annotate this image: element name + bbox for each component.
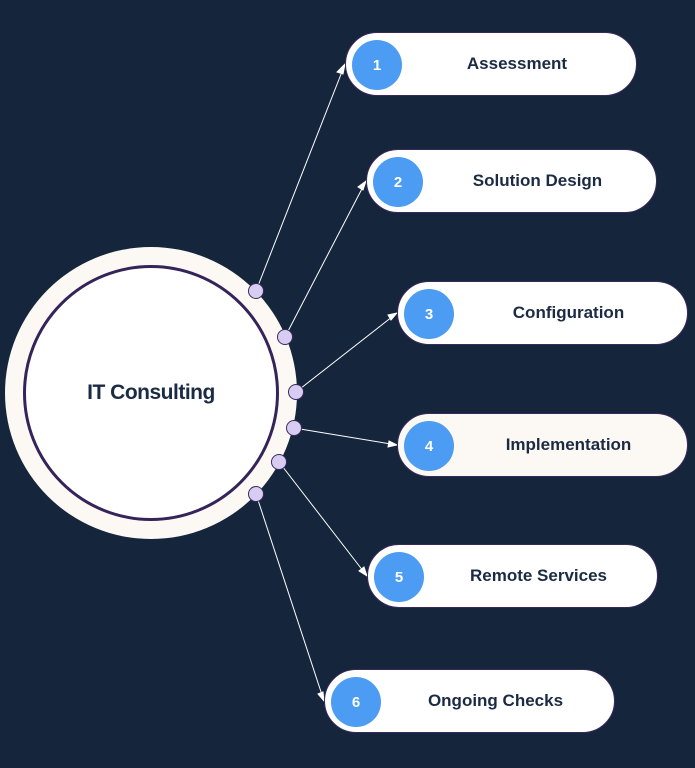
hub-title: IT Consulting [87,381,215,404]
step-ongoing-checks: 6 Ongoing Checks [324,669,615,733]
connector-node-3 [288,384,304,400]
arrowhead-5 [358,566,368,578]
connector-node-4 [286,420,302,436]
connector-node-2 [277,329,293,345]
step-solution-design: 2 Solution Design [366,149,657,213]
arrowhead-6 [317,691,325,703]
arrowhead-1 [336,62,346,75]
step-label: Solution Design [472,171,603,190]
connector-5 [278,461,368,577]
step-label: Implementation [505,435,632,454]
step-number-badge: 2 [373,157,423,207]
arrowhead-2 [357,179,367,191]
connector-node-5 [271,454,287,470]
arrowhead-3 [387,312,399,321]
hub-inner-ring: IT Consulting [23,265,279,521]
step-number-badge: 1 [352,40,402,90]
connector-4 [293,427,398,446]
connector-2 [284,180,367,338]
step-label: Remote Services [469,566,608,585]
step-assessment: 1 Assessment [345,32,637,96]
step-implementation: 4 Implementation [397,413,688,477]
step-number-badge: 6 [331,677,381,727]
step-label: Configuration [512,303,625,322]
step-label: Ongoing Checks [427,691,564,710]
step-number-badge: 3 [404,289,454,339]
step-label: Assessment [466,54,568,73]
connector-node-1 [248,283,264,299]
connector-node-6 [248,486,264,502]
step-number-badge: 5 [374,552,424,602]
step-number-badge: 4 [404,421,454,471]
connector-3 [295,312,398,393]
connector-1 [255,63,346,292]
step-remote-services: 5 Remote Services [367,544,658,608]
arrowhead-4 [387,440,399,448]
step-configuration: 3 Configuration [397,281,688,345]
connector-6 [255,493,325,702]
